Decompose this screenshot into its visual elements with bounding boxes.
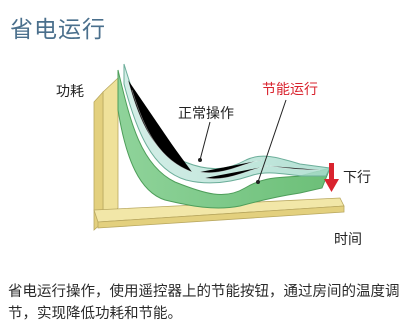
y-axis-wall	[102, 77, 119, 223]
y-axis-label: 功耗	[56, 84, 84, 100]
sheet-hatching	[127, 79, 321, 180]
page-title: 省电运行	[10, 17, 106, 43]
saving-leader-line	[257, 99, 287, 183]
normal-leader-dot	[198, 158, 202, 162]
x-axis-floor-edge	[97, 205, 345, 229]
power-saving-curve	[117, 69, 331, 209]
normal-operation-label: 正常操作	[178, 106, 234, 122]
down-arrow	[324, 163, 339, 192]
saving-leader-dot	[256, 180, 260, 184]
normal-leader-line	[199, 121, 211, 161]
power-saving-diagram: 功耗 正常操作 节能运行 下行 时间	[56, 63, 371, 248]
power-saving-label: 节能运行	[262, 82, 318, 98]
x-axis-label: 时间	[334, 232, 362, 248]
down-label: 下行	[343, 170, 371, 186]
description-text: 省电运行操作，使用遥控器上的节能按钮，通过房间的温度调节，实现降低功耗和节能。	[8, 284, 400, 322]
